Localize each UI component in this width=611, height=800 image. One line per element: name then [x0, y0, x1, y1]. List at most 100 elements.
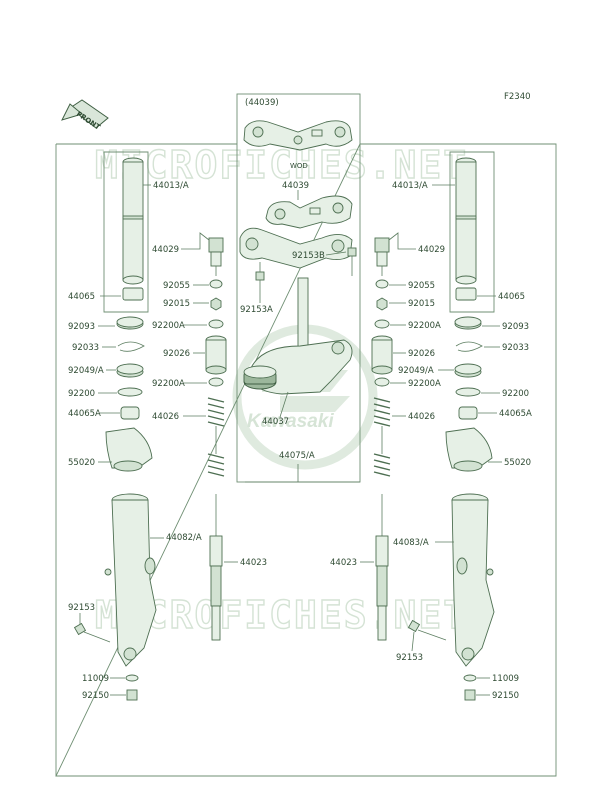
callout-44083-right: 44083/A [393, 538, 429, 548]
bolt-92150-right [464, 689, 476, 701]
callout-92093-right: 92093 [502, 322, 529, 332]
callout-92093-left: 92093 [68, 322, 95, 332]
cap-bolt-44029-left [208, 237, 224, 276]
callout-92049-left: 92049/A [68, 366, 104, 376]
washer-92200a-right-1 [374, 319, 390, 329]
gasket-11009-right [463, 674, 477, 682]
bolt-92153-left [73, 622, 111, 643]
callout-44029-right: 44029 [418, 245, 445, 255]
o-ring-92055-right [375, 279, 389, 289]
seal-92049-right [454, 363, 482, 378]
callout-92153b: 92153B [292, 251, 325, 261]
callout-92026-right: 92026 [408, 349, 435, 359]
callout-92153-left: 92153 [68, 603, 95, 613]
callout-92200a-left-2: 92200A [152, 379, 185, 389]
callout-92150-right: 92150 [492, 691, 519, 701]
callout-44026-right: 44026 [408, 412, 435, 422]
callout-92200-right: 92200 [502, 389, 529, 399]
bushing-44065-right [455, 287, 477, 301]
callout-44037: 44037 [262, 417, 289, 427]
callout-44075: 44075/A [279, 451, 315, 461]
callout-92026-left: 92026 [163, 349, 190, 359]
gasket-11009-left [125, 674, 139, 682]
spring-44026-right [373, 397, 391, 477]
bushing-44065-left [122, 287, 144, 301]
collar-92026-left [205, 335, 227, 375]
callout-44039: 44039 [282, 181, 309, 191]
main-frame [55, 143, 557, 777]
wod-marker: WOD [290, 162, 308, 170]
nut-92015-right [376, 297, 388, 311]
circlip-92033-right [455, 341, 483, 352]
washer-92200a-left-1 [208, 319, 224, 329]
callout-92015-left: 92015 [163, 299, 190, 309]
seal-92093-left [116, 316, 144, 330]
o-ring-92055-left [209, 279, 223, 289]
top-bridge-upper [243, 120, 353, 151]
kawasaki-logo-text: Kawasaki [247, 411, 334, 432]
dust-cover-55020-right [445, 427, 493, 472]
callout-92200a-right-2: 92200A [408, 379, 441, 389]
steering-stem [243, 277, 353, 395]
callout-92033-left: 92033 [72, 343, 99, 353]
callout-44065a-right: 44065A [499, 409, 532, 419]
bolt-92150-left [126, 689, 138, 701]
callout-44065-right: 44065 [498, 292, 525, 302]
callout-11009-right: 11009 [492, 674, 519, 684]
callout-92200-left: 92200 [68, 389, 95, 399]
callout-44023-left: 44023 [240, 558, 267, 568]
watermark-bottom: MICROFICHES.NET [95, 593, 468, 637]
cap-bolt-44029-right [374, 237, 390, 276]
callout-44029-left: 44029 [152, 245, 179, 255]
outer-tube-44082-left [104, 493, 157, 667]
callout-92049-right: 92049/A [398, 366, 434, 376]
callout-92055-left: 92055 [163, 281, 190, 291]
seal-92049-left [116, 363, 144, 378]
callout-55020-right: 55020 [504, 458, 531, 468]
bolt-92153b [347, 247, 357, 276]
callout-44082-left: 44082/A [166, 533, 202, 543]
callout-11009-left: 11009 [82, 674, 109, 684]
spring-44026-left [207, 397, 225, 477]
callout-92153-right: 92153 [396, 653, 423, 663]
watermark-top: MICROFICHES.NET [95, 143, 468, 187]
figure-code: F2340 [504, 92, 531, 102]
front-arrow-icon: FRONT [61, 99, 109, 132]
callout-44026-left: 44026 [152, 412, 179, 422]
dust-cover-55020-left [105, 427, 153, 472]
damper-rod-44023-right [375, 494, 389, 641]
callout-92200a-right-1: 92200A [408, 321, 441, 331]
washer-92200a-right-2 [374, 377, 390, 387]
outer-tube-44083-right [451, 493, 495, 667]
lower-triple-clamp [239, 227, 353, 269]
fork-tube-right [455, 157, 477, 285]
circlip-92033-left [117, 341, 145, 352]
bushing-44065a-right [458, 406, 478, 420]
washer-92200-right [455, 387, 481, 397]
collar-92026-right [371, 335, 393, 375]
callout-55020-left: 55020 [68, 458, 95, 468]
callout-44065a-left: 44065A [68, 409, 101, 419]
washer-92200a-left-2 [208, 377, 224, 387]
callout-44065-left: 44065 [68, 292, 95, 302]
callout-92055-right: 92055 [408, 281, 435, 291]
fork-tube-box-right [449, 151, 495, 313]
top-bridge-lower [265, 195, 353, 229]
callout-44013-right: 44013/A [392, 181, 428, 191]
washer-92200-left [117, 387, 143, 397]
fork-tube-box-left [103, 151, 149, 313]
callout-92015-right: 92015 [408, 299, 435, 309]
callout-44013-left: 44013/A [153, 181, 189, 191]
bolt-92153a [255, 262, 265, 281]
bushing-44065a-left [120, 406, 140, 420]
bolt-92153-right [407, 619, 447, 641]
seal-92093-right [454, 316, 482, 330]
callout-92200a-left-1: 92200A [152, 321, 185, 331]
callout-44023-right: 44023 [330, 558, 357, 568]
callout-top-assy: (44039) [245, 98, 279, 108]
callout-92153a: 92153A [240, 305, 273, 315]
callout-92150-left: 92150 [82, 691, 109, 701]
nut-92015-left [210, 297, 222, 311]
fork-tube-left [122, 157, 144, 285]
